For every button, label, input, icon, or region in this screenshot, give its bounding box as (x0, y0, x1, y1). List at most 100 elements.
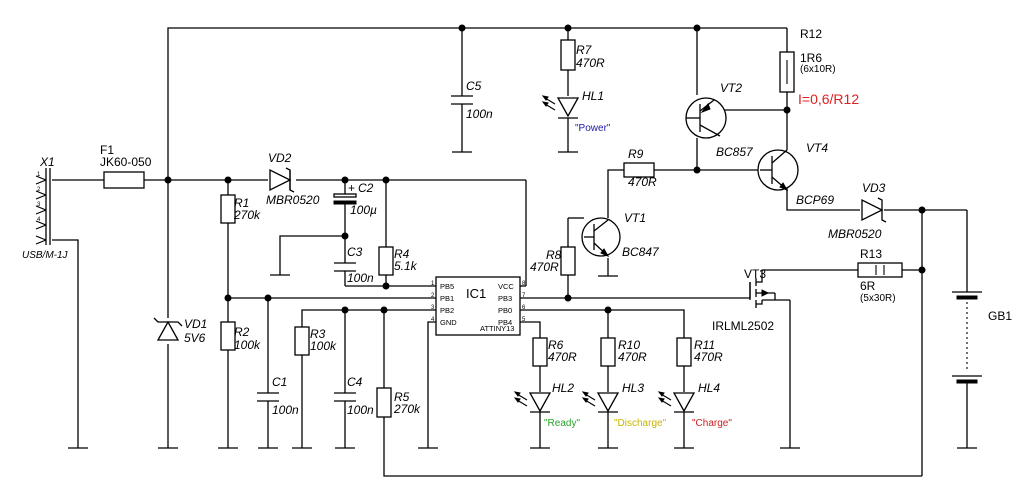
r13-value: 6R (860, 279, 876, 293)
resistor-r2: R2 100k (220, 321, 261, 352)
hl3-note: "Discharge" (614, 418, 667, 429)
vt2-value: BC857 (716, 145, 754, 159)
c2-value: 100µ (350, 203, 377, 217)
hl2-note: "Ready" (544, 418, 580, 429)
r5-value: 270k (393, 402, 421, 416)
resistor-r3: R3 100k (294, 326, 337, 356)
hl3-ref: HL3 (622, 381, 644, 395)
r11-value: 470R (694, 350, 723, 364)
vd2-value: MBR0520 (266, 193, 320, 207)
r4-value: 5.1k (394, 259, 418, 273)
resistor-r6: R6 470R (532, 337, 577, 367)
r6-value: 470R (548, 350, 577, 364)
ic1-pin-num-1: 1 (431, 281, 435, 287)
hl2-ref: HL2 (552, 381, 574, 395)
c5-ref: C5 (466, 79, 482, 93)
led-hl2: HL2 "Ready" (513, 381, 580, 429)
ic1-pin-num-2: 2 (431, 293, 435, 299)
r13-ref: R13 (860, 247, 882, 261)
f1-value: JK60-050 (100, 155, 152, 169)
r8-value: 470R (530, 260, 559, 274)
resistor-r10: R10 470R (600, 337, 647, 367)
junctions (164, 24, 926, 314)
r2-ref: R2 (234, 325, 250, 339)
r3-ref: R3 (310, 327, 326, 341)
x1-part: USB/M-1J (22, 250, 69, 261)
c2-polarity: + (348, 181, 355, 195)
vd2-ref: VD2 (268, 151, 292, 165)
transistor-vt1: VT1 BC847 (581, 211, 660, 259)
ic1-pin-num-6: 6 (522, 305, 526, 311)
capacitor-c4: C4 100n (334, 375, 374, 417)
ic1-pin-num-7: 7 (522, 293, 526, 299)
r2-value: 100k (234, 338, 261, 352)
r6-ref: R6 (548, 338, 564, 352)
resistor-r4: R4 5.1k (378, 246, 418, 276)
c5-value: 100n (466, 107, 493, 121)
resistor-r7: R7 470R (560, 39, 605, 71)
hl1-ref: HL1 (582, 89, 604, 103)
c1-ref: C1 (272, 375, 287, 389)
ic1-pin-gnd: GND (440, 318, 457, 327)
zener-vd1: VD1 5V6 (153, 317, 207, 345)
ic1-part: ATTINY13 (480, 324, 514, 333)
r3-value: 100k (310, 339, 337, 353)
vt1-value: BC847 (622, 245, 660, 259)
r7-value: 470R (576, 56, 605, 70)
resistor-r5: R5 270k (376, 387, 421, 418)
ic1-pin-pb3: PB3 (498, 294, 512, 303)
vd3-value: MBR0520 (828, 227, 882, 241)
ic1-ref: IC1 (466, 286, 486, 301)
r1-value: 270k (233, 208, 261, 222)
ic1-pin-pb2: PB2 (440, 306, 454, 315)
vt3-ref: VT3 (744, 267, 766, 281)
capacitor-c3: C3 100n (334, 245, 374, 285)
hl1-note: "Power" (575, 123, 611, 134)
ic1-pin-pb4: PB4 (498, 318, 512, 327)
x1-pin-1: 1 (37, 172, 41, 178)
r4-ref: R4 (394, 247, 410, 261)
hl4-ref: HL4 (698, 381, 720, 395)
ic1-pin-pb0: PB0 (498, 306, 512, 315)
x1-pin-3: 3 (37, 202, 41, 208)
ic1-pin-num-8: 8 (522, 281, 526, 287)
vt4-ref: VT4 (806, 141, 828, 155)
ic1-pin-num-4: 4 (431, 317, 435, 323)
ic1-pin-pb1: PB1 (440, 294, 454, 303)
diode-vd2: VD2 MBR0520 (266, 151, 320, 207)
resistor-r12: R12 1R6 (6x10R) (779, 27, 836, 93)
r7-ref: R7 (576, 43, 593, 57)
vt4-value: BCP69 (796, 193, 834, 207)
r12-note: (6x10R) (800, 64, 836, 75)
transistor-vt2: VT2 BC857 (685, 81, 754, 159)
r9-ref: R9 (628, 147, 644, 161)
battery-gb1: GB1 (952, 291, 1012, 384)
capacitor-c1: C1 100n (257, 375, 299, 417)
ic1-pin-num-5: 5 (522, 317, 526, 323)
diode-vd3: VD3 MBR0520 (828, 181, 887, 241)
capacitor-c5: C5 100n (451, 79, 493, 121)
vd1-value: 5V6 (184, 331, 206, 345)
c3-ref: C3 (347, 245, 363, 259)
c3-value: 100n (347, 271, 374, 285)
vd1-ref: VD1 (184, 317, 207, 331)
r12-value: 1R6 (800, 51, 822, 65)
c4-value: 100n (347, 403, 374, 417)
ic1-pin-vcc: VCC (498, 282, 514, 291)
vt2-ref: VT2 (720, 81, 742, 95)
led-hl1: HL1 "Power" (541, 89, 611, 134)
r12-ref: R12 (800, 27, 822, 41)
capacitor-c2: + C2 100µ (333, 181, 377, 217)
vt3-value: IRLML2502 (712, 319, 774, 333)
vd3-ref: VD3 (862, 181, 886, 195)
gb1-ref: GB1 (988, 309, 1012, 323)
f1-ref: F1 (100, 143, 114, 157)
r10-value: 470R (618, 350, 647, 364)
c2-ref: C2 (358, 181, 374, 195)
resistor-r9: R9 470R (623, 147, 657, 189)
r5-ref: R5 (394, 390, 410, 404)
led-hl3: HL3 "Discharge" (581, 381, 667, 429)
led-hl4: HL4 "Charge" (657, 381, 732, 429)
r8-ref: R8 (546, 248, 562, 262)
